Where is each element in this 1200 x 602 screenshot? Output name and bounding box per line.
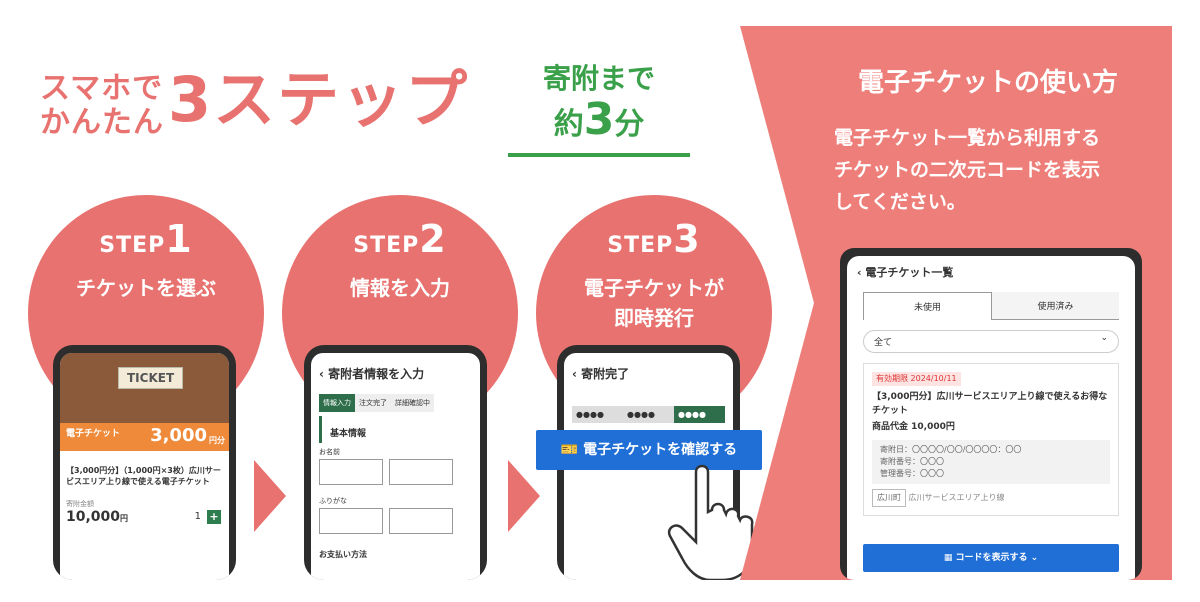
section-title: 基本情報 <box>319 416 480 443</box>
ticket-hero-image: TICKET <box>60 353 229 423</box>
panel-title: 電子チケットの使い方 <box>857 68 1118 98</box>
phone4-header: ‹ 電子チケット一覧 <box>847 256 1135 288</box>
phone2-header: ‹ 寄附者情報を入力 <box>311 353 480 390</box>
progress-dots-1: ●●●● <box>576 410 604 419</box>
step2-desc: 情報を入力 <box>350 276 450 300</box>
last-kana-field[interactable] <box>319 508 383 534</box>
detail-line1: 寄附日：〇〇〇〇/〇〇/〇〇〇〇：〇〇 <box>880 445 1022 454</box>
headline-small-line2: かんたん <box>40 105 164 140</box>
progress-step-3: 詳細確認中 <box>391 394 434 412</box>
time-badge: 寄附まで 約3分 <box>508 62 690 149</box>
location-text: 広川サービスエリア上り線 <box>908 493 1005 502</box>
confirm-ticket-button[interactable]: 🎫 電子チケットを確認する <box>536 430 762 470</box>
last-name-field[interactable] <box>319 459 383 485</box>
headline-big: 3ステップ <box>168 63 470 136</box>
filter-select[interactable]: 全て ⌄ <box>863 330 1119 353</box>
price-label: 寄附金額 <box>66 500 94 508</box>
phone2-screen: ‹ 寄附者情報を入力 情報入力 注文完了 詳細確認中 基本情報 お名前 ふりがな… <box>311 353 480 580</box>
step3-desc: 電子チケットが即時発行 <box>584 276 724 330</box>
phone4-screen: ‹ 電子チケット一覧 未使用 使用済み 全て ⌄ 有効期限 2024/10/11… <box>847 256 1135 580</box>
price-row: 10,000円 1 + <box>60 509 229 525</box>
panel-desc-line3: してください。 <box>834 191 966 213</box>
product-title: 【3,000円分】（1,000円×3枚）広川サービスエリア上り線で使える電子チケ… <box>66 466 221 486</box>
time-prefix: 約 <box>553 107 584 142</box>
back-chevron-icon[interactable]: ‹ <box>572 367 582 381</box>
time-underline <box>508 153 690 157</box>
validity-badge: 有効期限 2024/10/11 <box>872 372 961 386</box>
panel-desc-line1: 電子チケット一覧から利用する <box>834 127 1101 149</box>
ticket-card[interactable]: 有効期限 2024/10/11 【3,000円分】広川サービスエリア上り線で使え… <box>863 363 1119 516</box>
show-code-label: コードを表示する <box>955 553 1028 563</box>
chevron-down-icon: ⌄ <box>1100 333 1108 343</box>
phone4-header-title: 電子チケット一覧 <box>865 266 954 279</box>
promo-unit: 円分 <box>209 436 225 445</box>
promo-amount: 3,000 <box>150 425 207 446</box>
back-chevron-icon[interactable]: ‹ <box>319 367 329 381</box>
qty-value[interactable]: 1 <box>194 511 201 522</box>
location-tag: 広川町 <box>872 489 906 507</box>
ticket-details: 寄附日：〇〇〇〇/〇〇/〇〇〇〇：〇〇 寄附番号：〇〇〇 管理番号：〇〇〇 <box>872 440 1110 484</box>
phone-step2: ‹ 寄附者情報を入力 情報入力 注文完了 詳細確認中 基本情報 お名前 ふりがな… <box>304 345 487 580</box>
phone2-header-title: 寄附者情報を入力 <box>328 367 425 381</box>
ticket-title: 【3,000円分】広川サービスエリア上り線で使えるお得なチケット <box>872 392 1108 416</box>
step1-label: STEP1 <box>99 217 193 261</box>
time-badge-line1: 寄附まで <box>542 62 655 95</box>
phone2-progress: 情報入力 注文完了 詳細確認中 <box>319 394 472 412</box>
ticket-icon: 🎫 <box>560 442 584 458</box>
phone3-header: ‹ 寄附完了 <box>564 353 733 390</box>
promo-small: 電子チケット <box>66 429 121 439</box>
progress-dots-2: ●●●● <box>627 410 655 419</box>
tab-used[interactable]: 使用済み <box>992 292 1119 320</box>
tab-unused[interactable]: 未使用 <box>863 292 992 320</box>
ticket-location: 広川町 広川サービスエリア上り線 <box>872 489 1110 507</box>
time-number: 3 <box>583 94 615 145</box>
back-chevron-icon[interactable]: ‹ <box>857 266 866 279</box>
time-badge-line2: 約3分 <box>508 96 690 149</box>
name-label: お名前 <box>319 448 340 456</box>
progress-step-2: 注文完了 <box>355 394 391 412</box>
phone1-screen: TICKET 電子チケット 3,000 円分 【3,000円分】（1,000円×… <box>60 353 229 580</box>
filter-value: 全て <box>874 338 893 348</box>
promo-banner: 電子チケット 3,000 円分 <box>60 423 229 451</box>
arrow-2-icon <box>508 460 540 532</box>
ticket-word: TICKET <box>118 367 184 389</box>
detail-line2: 寄附番号：〇〇〇 <box>880 457 944 466</box>
phone-step1: TICKET 電子チケット 3,000 円分 【3,000円分】（1,000円×… <box>53 345 236 580</box>
panel-desc: 電子チケット一覧から利用する チケットの二次元コードを表示 してください。 <box>834 122 1164 218</box>
first-kana-field[interactable] <box>389 508 453 534</box>
detail-line3: 管理番号：〇〇〇 <box>880 469 944 478</box>
step1-desc: チケットを選ぶ <box>76 276 216 300</box>
progress-dots-3: ●●●● <box>674 406 725 423</box>
kana-label: ふりがな <box>319 497 347 505</box>
kana-fields <box>311 508 480 537</box>
headline-small-line1: スマホで <box>40 71 164 106</box>
name-fields <box>311 459 480 488</box>
phone3-header-title: 寄附完了 <box>581 367 630 381</box>
payment-title: お支払い方法 <box>319 550 367 559</box>
headline-small: スマホで かんたん <box>40 72 164 140</box>
progress-step-1: 情報入力 <box>319 394 355 412</box>
ticket-tabs: 未使用 使用済み <box>863 292 1119 320</box>
first-name-field[interactable] <box>389 459 453 485</box>
price-unit: 円 <box>120 514 129 523</box>
step3-label: STEP3 <box>607 217 701 261</box>
phone-ticket-list: ‹ 電子チケット一覧 未使用 使用済み 全て ⌄ 有効期限 2024/10/11… <box>840 248 1142 580</box>
phone3-progress: ●●●● ●●●● ●●●● <box>572 406 725 423</box>
ticket-amount: 商品代金 10,000円 <box>872 422 955 432</box>
qty-plus-button[interactable]: + <box>207 510 221 524</box>
chevron-down-icon: ⌄ <box>1027 553 1039 563</box>
arrow-1-icon <box>254 460 286 532</box>
panel-desc-line2: チケットの二次元コードを表示 <box>834 159 1101 181</box>
show-code-button[interactable]: ▦ コードを表示する ⌄ <box>863 544 1119 572</box>
time-suffix: 分 <box>614 107 645 142</box>
qr-code-icon: ▦ <box>943 553 956 563</box>
hand-pointer-icon <box>667 464 754 580</box>
price-value: 10,000 <box>66 509 121 525</box>
confirm-ticket-label: 電子チケットを確認する <box>583 442 738 458</box>
step2-label: STEP2 <box>353 217 447 261</box>
